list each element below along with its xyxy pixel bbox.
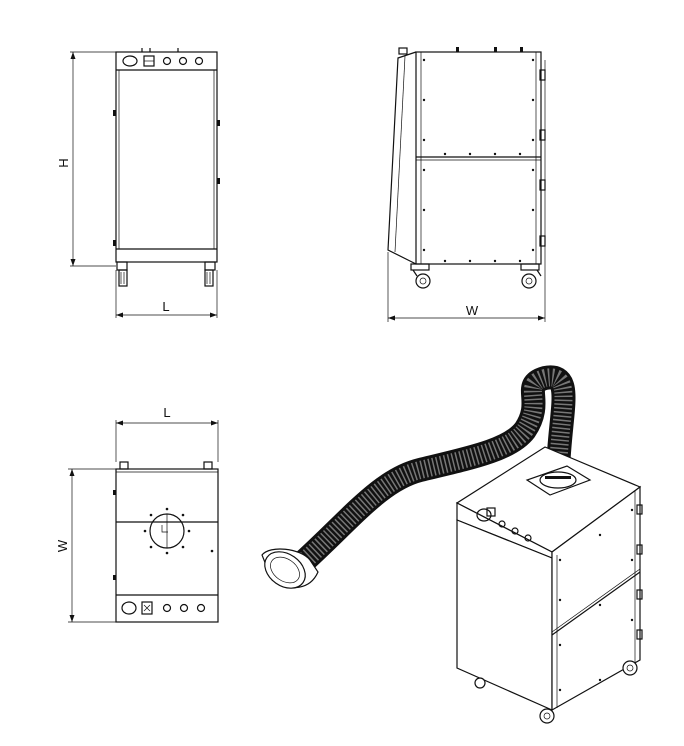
front-casters: [116, 261, 216, 287]
top-flange: [143, 507, 214, 555]
side-rivets: [422, 58, 535, 263]
top-control-panel: [121, 601, 206, 615]
isometric-view: [261, 365, 643, 724]
top-length-label: L: [163, 405, 170, 420]
iso-casters: [474, 660, 638, 724]
side-hinges: [539, 60, 546, 250]
height-dimension: H: [56, 51, 116, 267]
side-view: W: [387, 47, 546, 322]
front-view: H L: [56, 48, 220, 318]
side-width-dimension: W: [387, 250, 546, 322]
top-width-dimension: W: [55, 468, 116, 623]
top-view: L W: [55, 405, 219, 623]
top-width-label: W: [55, 539, 70, 552]
extraction-hose: [261, 365, 576, 589]
front-length-label: L: [162, 299, 169, 314]
height-label: H: [56, 158, 71, 167]
front-control-panel: [122, 55, 204, 67]
front-length-dimension: L: [115, 270, 218, 318]
side-casters: [410, 263, 542, 289]
top-length-dimension: L: [115, 405, 219, 462]
cabinet-body: [455, 446, 643, 712]
side-width-label: W: [466, 303, 479, 318]
